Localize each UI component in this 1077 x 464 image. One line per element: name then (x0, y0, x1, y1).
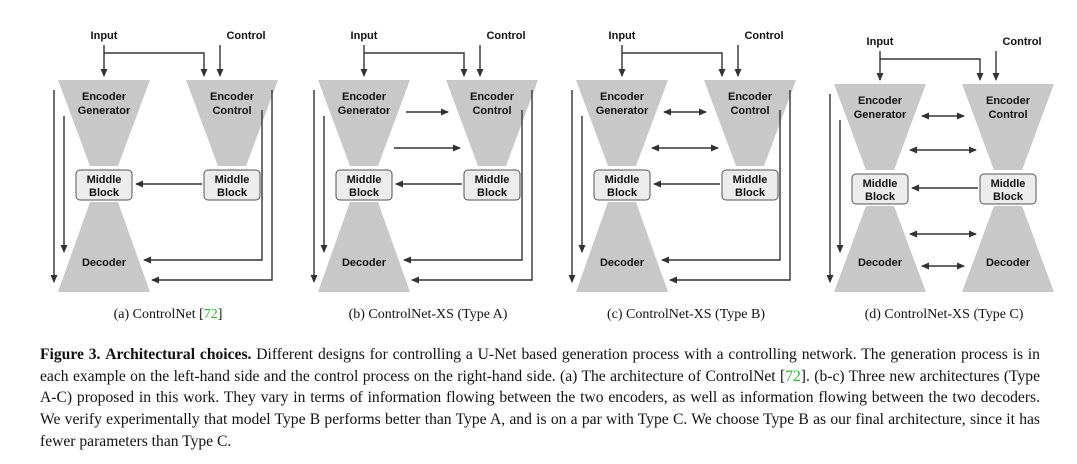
subfigure-citation[interactable]: 72 (204, 307, 218, 322)
encoder-generator-label: Encoder (82, 91, 127, 103)
middle-block-label: Middle (347, 174, 382, 186)
generator-encoder-shape (318, 80, 410, 166)
generator-encoder-shape (58, 80, 150, 166)
control-to-decoder-arrow (669, 90, 791, 284)
subfigure-caption: (b) ControlNet-XS (Type A) (349, 307, 508, 322)
generator-middle-block (335, 169, 393, 201)
figure-label: Figure 3. (40, 346, 101, 363)
encoder-control-label: Encoder (470, 91, 515, 103)
generator-middle-block (593, 169, 651, 201)
control-encoder-shape (186, 80, 278, 166)
middle-block-label: Block (607, 187, 638, 199)
caption-citation[interactable]: 72 (785, 367, 801, 385)
middle-block-label: Middle (863, 178, 898, 190)
middle-block-label: Middle (87, 174, 122, 186)
middle-block-label: Middle (475, 174, 510, 186)
generator-decoder-shape (576, 202, 668, 292)
subfigure-caption-text: (c) ControlNet-XS (Type B) (607, 307, 765, 322)
generator-decoder-shape (318, 202, 410, 292)
input-label: Input (609, 30, 636, 42)
generator-middle-block (75, 169, 133, 201)
middle-block-label: Middle (605, 174, 640, 186)
control-label: Control (1002, 36, 1041, 48)
control-label: Control (226, 30, 265, 42)
encoder-control-label: Control (212, 105, 251, 117)
subfigure-caption-text: (d) ControlNet-XS (Type C) (865, 307, 1024, 322)
generator-encoder-shape (576, 80, 668, 166)
encoder-control-label: Encoder (986, 95, 1031, 107)
middle-block-label: Middle (215, 174, 250, 186)
middle-block-label: Middle (991, 178, 1026, 190)
control-to-decoder-arrow (143, 110, 263, 264)
encoder-generator-label: Generator (78, 105, 131, 117)
middle-block-label: Block (217, 187, 248, 199)
caption-text-2: ]. (b-c) Three new architectures (Type A… (40, 367, 1040, 450)
middle-block-label: Block (477, 187, 508, 199)
input-to-control-arrow (364, 52, 468, 77)
input-to-control-arrow (622, 52, 726, 77)
decoder-label: Decoder (82, 257, 127, 269)
caption-text-1: Different designs for controlling a U-Ne… (40, 346, 1040, 385)
input-label: Input (351, 30, 378, 42)
encoder-control-label: Control (472, 105, 511, 117)
middle-block-label: Block (349, 187, 380, 199)
middle-block-label: Block (735, 187, 766, 199)
subfigure-caption: (d) ControlNet-XS (Type C) (865, 307, 1024, 322)
encoder-generator-label: Generator (338, 105, 391, 117)
control-middle-block (721, 169, 779, 201)
encoder-generator-label: Encoder (342, 91, 387, 103)
middle-block-label: Block (865, 191, 896, 203)
encoder-control-label: Control (988, 109, 1027, 121)
generator-decoder-shape (834, 206, 926, 292)
middle-block-label: Block (89, 187, 120, 199)
generator-decoder-shape (58, 202, 150, 292)
encoder-generator-label: Generator (596, 105, 649, 117)
input-to-control-arrow (880, 58, 984, 81)
input-label: Input (867, 36, 894, 48)
control-label: Control (744, 30, 783, 42)
control-to-decoder-arrow (411, 90, 533, 284)
decoder-label: Decoder (600, 257, 645, 269)
subfigure-caption: (c) ControlNet-XS (Type B) (607, 307, 765, 322)
middle-block-label: Middle (733, 174, 768, 186)
caption-title: Architectural choices. (105, 346, 252, 363)
control-middle-block (979, 173, 1037, 205)
encoder-control-label: Control (730, 105, 769, 117)
middle-block-label: Block (993, 191, 1024, 203)
encoder-generator-label: Generator (854, 109, 907, 121)
control-middle-block (203, 169, 261, 201)
control-to-decoder-arrow (403, 110, 523, 264)
control-to-decoder-arrow (151, 90, 273, 284)
subfigure-caption-text: (b) ControlNet-XS (Type A) (349, 307, 508, 322)
input-to-control-arrow (104, 52, 208, 77)
control-middle-block (463, 169, 521, 201)
control-encoder-shape (446, 80, 538, 166)
decoder-label: Decoder (986, 257, 1031, 269)
generator-encoder-shape (834, 84, 926, 170)
figure-caption: Figure 3. Architectural choices. Differe… (40, 344, 1040, 453)
control-to-decoder-arrow (661, 110, 781, 264)
decoder-label: Decoder (858, 257, 903, 269)
encoder-control-label: Encoder (728, 91, 773, 103)
subfigure-caption: (a) ControlNet [72] (114, 307, 223, 322)
decoder-label: Decoder (342, 257, 387, 269)
input-label: Input (91, 30, 118, 42)
control-decoder-shape (962, 206, 1054, 292)
subfigure-caption-text: (a) ControlNet [ (114, 307, 205, 322)
generator-middle-block (851, 173, 909, 205)
control-encoder-shape (962, 84, 1054, 170)
control-encoder-shape (704, 80, 796, 166)
control-label: Control (486, 30, 525, 42)
encoder-control-label: Encoder (210, 91, 255, 103)
subfigure-caption-text: ] (218, 307, 223, 322)
encoder-generator-label: Encoder (600, 91, 645, 103)
encoder-generator-label: Encoder (858, 95, 903, 107)
